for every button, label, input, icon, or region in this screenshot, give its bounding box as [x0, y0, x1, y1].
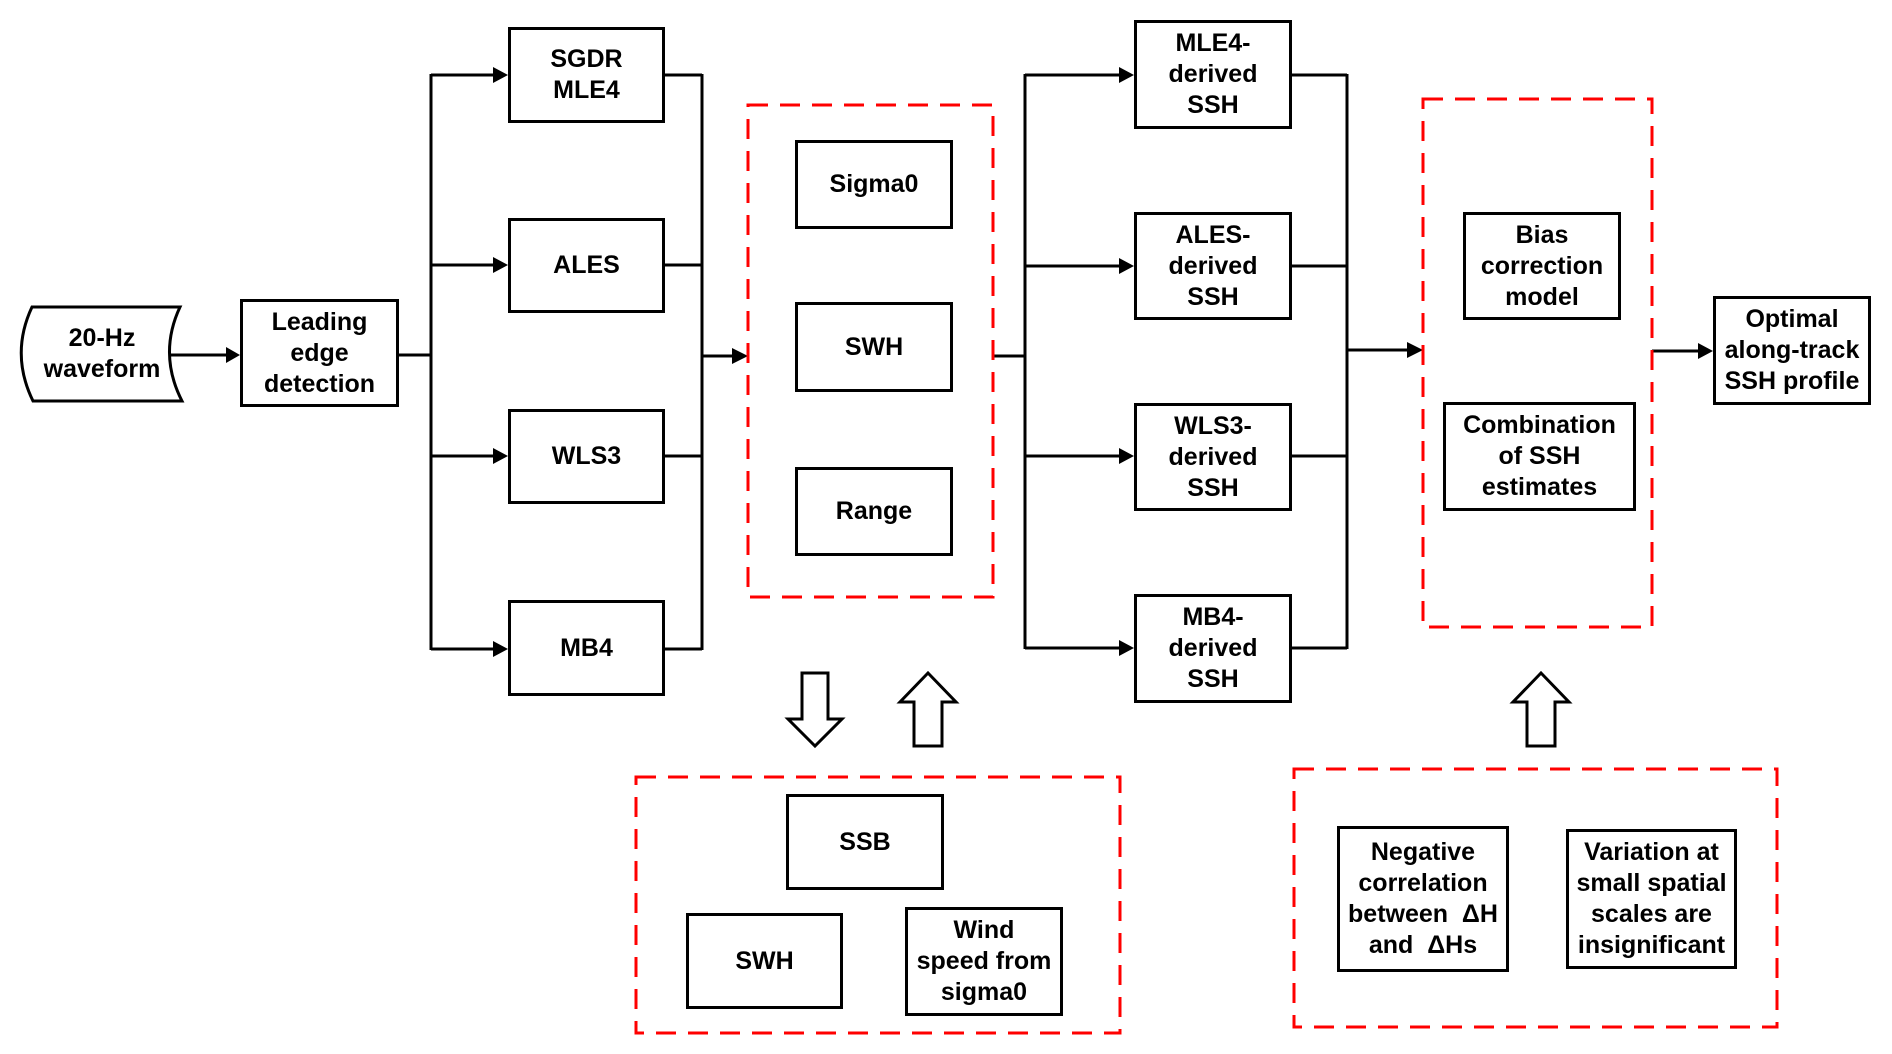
- box-label-line: Variation at: [1584, 838, 1719, 866]
- box-label: SWH: [844, 332, 904, 361]
- arrowhead-icon: [493, 257, 508, 273]
- box-label-line: ALES-: [1175, 220, 1251, 249]
- mle4-derived-ssh-box: MLE4- derived SSH: [1134, 20, 1292, 129]
- arrowhead-icon: [1119, 258, 1134, 274]
- arrowhead-icon: [493, 641, 508, 657]
- retracker-mb4-box: MB4: [508, 600, 665, 696]
- box-label-line: Negative: [1370, 838, 1476, 866]
- box-label: MB4: [560, 633, 613, 662]
- box-label-line: and ΔHs: [1368, 931, 1478, 959]
- box-label-line: detection: [263, 369, 376, 398]
- mb4-derived-ssh-box: MB4- derived SSH: [1134, 594, 1292, 703]
- box-label-line: SGDR: [550, 45, 623, 73]
- arrowhead-icon: [493, 67, 508, 83]
- box-label-line: derived: [1168, 251, 1258, 280]
- box-label: ALES: [553, 251, 620, 279]
- box-label-line: correction: [1480, 251, 1604, 280]
- box-label-line: SSH: [1187, 473, 1239, 502]
- box-label: Range: [835, 497, 913, 525]
- optimal-ssh-profile-box: Optimal along-track SSH profile: [1713, 296, 1871, 405]
- arrowhead-icon: [493, 448, 508, 464]
- arrowhead-icon: [1119, 448, 1134, 464]
- box-label-line: SSH: [1187, 282, 1239, 311]
- box-label-line: insignificant: [1577, 931, 1726, 959]
- box-label-line: MLE4-: [1175, 29, 1251, 57]
- combination-of-ssh-box: Combination of SSH estimates: [1443, 402, 1636, 511]
- up-arrow-icon: [896, 670, 960, 748]
- box-label-line: edge: [290, 338, 349, 367]
- box-label-line: model: [1505, 282, 1579, 311]
- negative-correlation-box: Negative correlation between ΔH and ΔHs: [1337, 826, 1509, 972]
- box-label-line: correlation: [1358, 869, 1488, 897]
- waveform-input-line: waveform: [43, 355, 161, 383]
- box-label-line: MLE4: [553, 76, 620, 104]
- up-arrow-icon: [1509, 670, 1573, 748]
- box-label-line: WLS3-: [1174, 411, 1252, 440]
- parameters-group-frame: [746, 103, 995, 599]
- box-label-line: MB4-: [1182, 603, 1244, 631]
- box-label-line: Bias: [1515, 220, 1569, 249]
- box-label: WLS3: [551, 442, 622, 470]
- box-label-line: Leading: [271, 307, 368, 336]
- box-label-line: along-track: [1724, 336, 1860, 364]
- waveform-input-line: 20-Hz: [68, 324, 136, 352]
- box-label: SSB: [839, 827, 891, 856]
- arrowhead-icon: [1119, 67, 1134, 83]
- assumptions-group-frame: [1292, 767, 1779, 1029]
- waveform-input: 20-Hz waveform: [32, 307, 172, 401]
- arrowhead-icon: [1698, 343, 1713, 359]
- combination-group-frame: [1421, 97, 1654, 629]
- box-label-line: SSH profile: [1724, 367, 1860, 395]
- parameter-swh-box: SWH: [795, 302, 953, 392]
- box-label-line: sigma0: [940, 978, 1028, 1006]
- arrowhead-icon: [1407, 342, 1423, 358]
- box-label-line: Optimal: [1745, 305, 1839, 333]
- down-arrow-icon: [784, 671, 846, 749]
- box-label-line: Combination: [1463, 411, 1616, 439]
- box-label-line: derived: [1168, 634, 1258, 662]
- box-label-line: SSH: [1187, 665, 1239, 693]
- ales-derived-ssh-box: ALES- derived SSH: [1134, 212, 1292, 320]
- box-label-line: estimates: [1481, 473, 1598, 501]
- waveform-input-shape: [19, 305, 185, 403]
- box-label-line: Wind: [953, 916, 1015, 944]
- retracker-wls3-box: WLS3: [508, 409, 665, 504]
- ssb-group-frame: [634, 775, 1122, 1035]
- box-label-line: of SSH: [1498, 442, 1581, 470]
- parameter-range-box: Range: [795, 467, 953, 556]
- arrowhead-icon: [226, 347, 240, 363]
- box-label-line: derived: [1168, 442, 1258, 471]
- wls3-derived-ssh-box: WLS3- derived SSH: [1134, 403, 1292, 511]
- box-label: Sigma0: [829, 170, 919, 198]
- leading-edge-detection-box: Leading edge detection: [240, 299, 399, 407]
- arrowhead-icon: [732, 348, 748, 364]
- wind-speed-box: Wind speed from sigma0: [905, 907, 1063, 1016]
- retracker-sgdr-mle4-box: SGDR MLE4: [508, 27, 665, 123]
- retracker-ales-box: ALES: [508, 218, 665, 313]
- ssb-swh-box: SWH: [686, 913, 843, 1009]
- small-scale-variation-box: Variation at small spatial scales are in…: [1566, 829, 1737, 969]
- box-label-line: derived: [1168, 60, 1258, 88]
- box-label-line: scales are: [1591, 900, 1712, 928]
- box-label: SWH: [735, 946, 794, 975]
- parameter-sigma0-box: Sigma0: [795, 140, 953, 229]
- box-label-line: speed from: [916, 947, 1052, 975]
- box-label-line: between ΔH: [1348, 900, 1498, 928]
- bias-correction-model-box: Bias correction model: [1463, 212, 1621, 320]
- box-label-line: small spatial: [1576, 869, 1727, 897]
- arrowhead-icon: [1119, 640, 1134, 656]
- ssb-box: SSB: [786, 794, 944, 890]
- box-label-line: SSH: [1187, 91, 1239, 119]
